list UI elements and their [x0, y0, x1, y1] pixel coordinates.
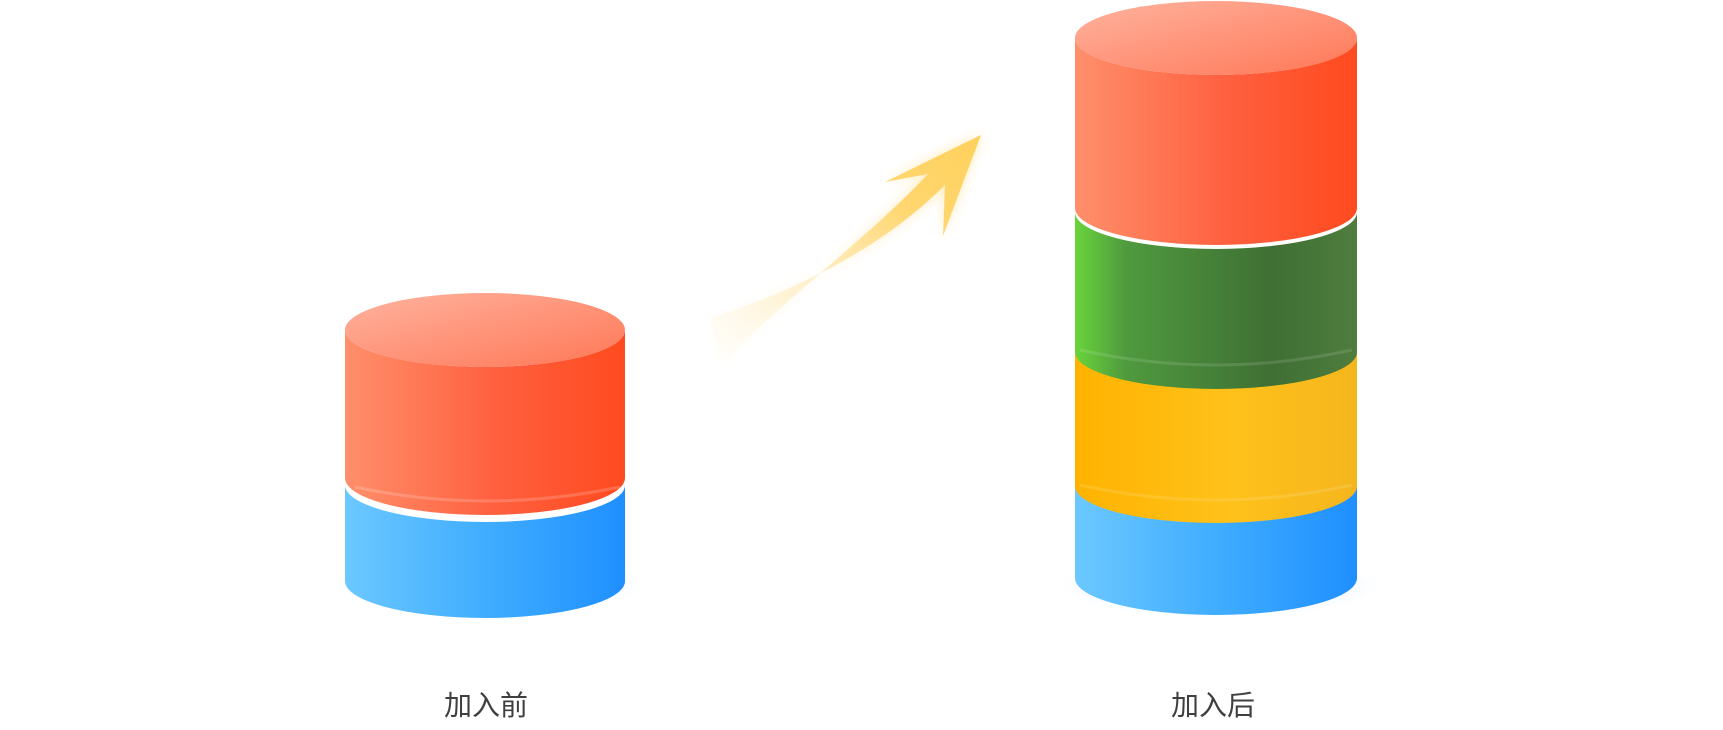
right-cylinder-yellow-layer — [1075, 350, 1357, 523]
arrow-body — [710, 135, 981, 366]
right-cylinder — [1075, 1, 1357, 615]
right-cylinder-edge-highlight-lower — [1079, 483, 1353, 502]
left-cylinder-blue-layer — [345, 485, 625, 618]
left-cylinder-edge-highlight — [354, 485, 621, 503]
left-cylinder-top — [345, 293, 625, 367]
left-cylinder-red-layer — [345, 330, 625, 515]
right-cylinder-red-layer — [1075, 38, 1357, 245]
after-label: 加入后 — [1170, 689, 1255, 722]
right-cylinder-edge-highlight-upper — [1079, 348, 1353, 367]
increase-arrow — [710, 135, 981, 366]
left-cylinder — [345, 293, 625, 618]
right-cylinder-green-layer — [1075, 212, 1357, 389]
before-label: 加入前 — [443, 689, 528, 722]
right-cylinder-top — [1075, 1, 1357, 75]
